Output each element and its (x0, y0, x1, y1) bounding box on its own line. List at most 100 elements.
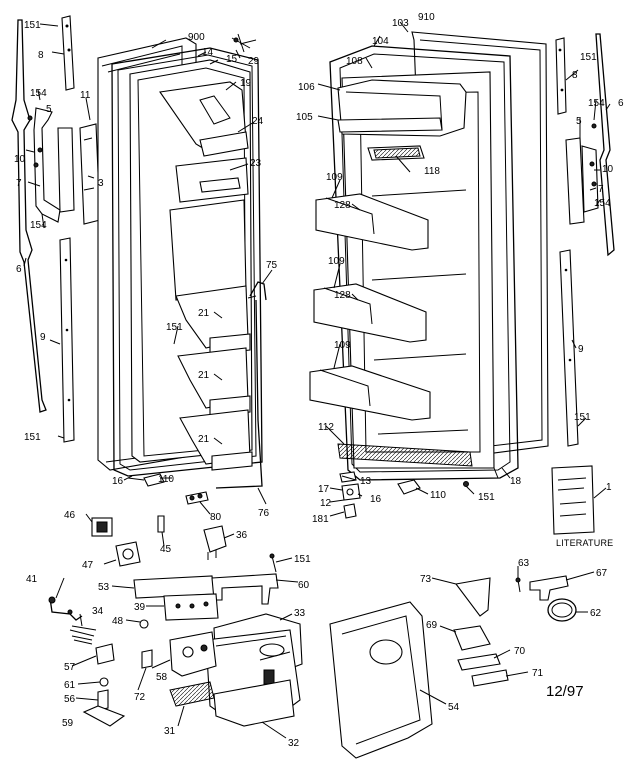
label-118: 118 (424, 166, 440, 177)
dispenser-door-cover-32 (213, 679, 295, 727)
label-6-left: 6 (16, 264, 22, 275)
label-14: 14 (202, 47, 214, 58)
label-39: 39 (134, 602, 146, 613)
door-bin-lower-109 (309, 365, 431, 421)
label-108: 108 (346, 56, 363, 67)
label-6-right: 6 (618, 98, 624, 109)
label-151-b: 151 (24, 432, 41, 443)
label-13: 13 (360, 476, 372, 487)
part-number-labels: 151 8 900 14 15 29 103 910 104 108 106 1… (14, 12, 624, 749)
label-112: 112 (318, 422, 334, 433)
label-29: 29 (248, 56, 260, 67)
label-110-right: 110 (430, 490, 446, 501)
label-46: 46 (64, 510, 76, 521)
part-69 (453, 625, 491, 651)
label-56: 56 (64, 694, 76, 705)
label-69: 69 (426, 620, 438, 631)
drip-tray-31 (169, 681, 215, 707)
label-104: 104 (372, 36, 389, 47)
label-9-right: 9 (578, 344, 584, 355)
label-53: 53 (98, 582, 110, 593)
label-61: 61 (64, 680, 76, 691)
freezer-door-shelves (159, 81, 253, 471)
label-76: 76 (258, 508, 270, 519)
fill-tube-75 (247, 281, 267, 301)
label-60: 60 (298, 580, 310, 591)
label-62: 62 (590, 608, 602, 619)
literature-booklet-1 (551, 465, 595, 535)
label-33: 33 (294, 608, 306, 619)
part-57 (95, 643, 115, 665)
left-trim-strip-8 (61, 15, 75, 91)
label-72: 72 (134, 692, 146, 703)
label-900: 900 (188, 32, 205, 43)
label-128-a: 128 (334, 200, 351, 211)
label-15: 15 (226, 54, 238, 65)
part-36 (203, 525, 227, 560)
label-67: 67 (596, 568, 608, 579)
label-17: 17 (318, 484, 330, 495)
label-47: 47 (82, 560, 94, 571)
label-8-left: 8 (38, 50, 44, 61)
label-181: 181 (312, 514, 329, 525)
screw-151-hinge (463, 481, 469, 487)
left-handle-mount-11 (79, 123, 101, 225)
actuator-60 (211, 573, 279, 605)
right-trim-strip-8 (555, 37, 567, 115)
door-shelf-rails (371, 189, 469, 435)
fresh-food-door-gasket (329, 45, 519, 481)
label-12: 12 (320, 498, 332, 509)
label-34: 34 (92, 606, 104, 617)
label-7-right: 7 (598, 184, 604, 195)
label-5-right: 5 (576, 116, 582, 127)
label-31: 31 (164, 726, 176, 737)
label-110-left: 110 (158, 474, 174, 485)
hinge-cover-110-right (397, 479, 421, 495)
part-71 (471, 669, 509, 687)
label-48: 48 (112, 616, 124, 627)
label-103: 103 (392, 18, 409, 29)
label-910: 910 (418, 12, 435, 23)
label-109-a: 109 (326, 172, 343, 183)
label-70: 70 (514, 646, 526, 657)
label-16-left: 16 (112, 476, 124, 487)
label-18-right: 18 (510, 476, 522, 487)
part-47 (115, 541, 141, 567)
label-106: 106 (298, 82, 315, 93)
label-151-e: 151 (294, 554, 311, 565)
hinge-parts-13-16-17 (339, 471, 361, 519)
switch-plate-39 (163, 593, 219, 621)
bracket-67 (529, 575, 569, 601)
part-46 (91, 517, 113, 537)
label-16-right: 16 (370, 494, 382, 505)
dairy-door-105 (337, 117, 443, 133)
hinge-cover-110-left (143, 473, 165, 487)
label-literature: LITERATURE (556, 538, 613, 548)
left-door-seal-strip-6 (11, 19, 47, 413)
bottom-trim-112 (337, 443, 473, 467)
right-door-seal-strip-6 (595, 33, 615, 257)
label-21-c: 21 (198, 434, 210, 445)
dispenser-frame-58 (169, 631, 217, 677)
part-48 (139, 619, 149, 629)
date-code: 12/97 (546, 683, 584, 700)
label-10-right: 10 (602, 164, 614, 175)
bearing-80 (185, 491, 209, 505)
lever-59 (82, 705, 126, 727)
ring-62 (547, 598, 577, 622)
label-21-b: 21 (198, 370, 210, 381)
label-80: 80 (210, 512, 222, 523)
label-41: 41 (26, 574, 38, 585)
label-3: 3 (98, 178, 104, 189)
label-151-a: 151 (24, 20, 41, 31)
label-36: 36 (236, 530, 248, 541)
butter-holder-118 (367, 145, 425, 161)
label-10-left: 10 (14, 154, 26, 165)
label-23: 23 (250, 158, 262, 169)
label-21-a: 21 (198, 308, 210, 319)
door-bin-upper-109 (315, 193, 429, 251)
label-71: 71 (532, 668, 544, 679)
label-54: 54 (448, 702, 460, 713)
